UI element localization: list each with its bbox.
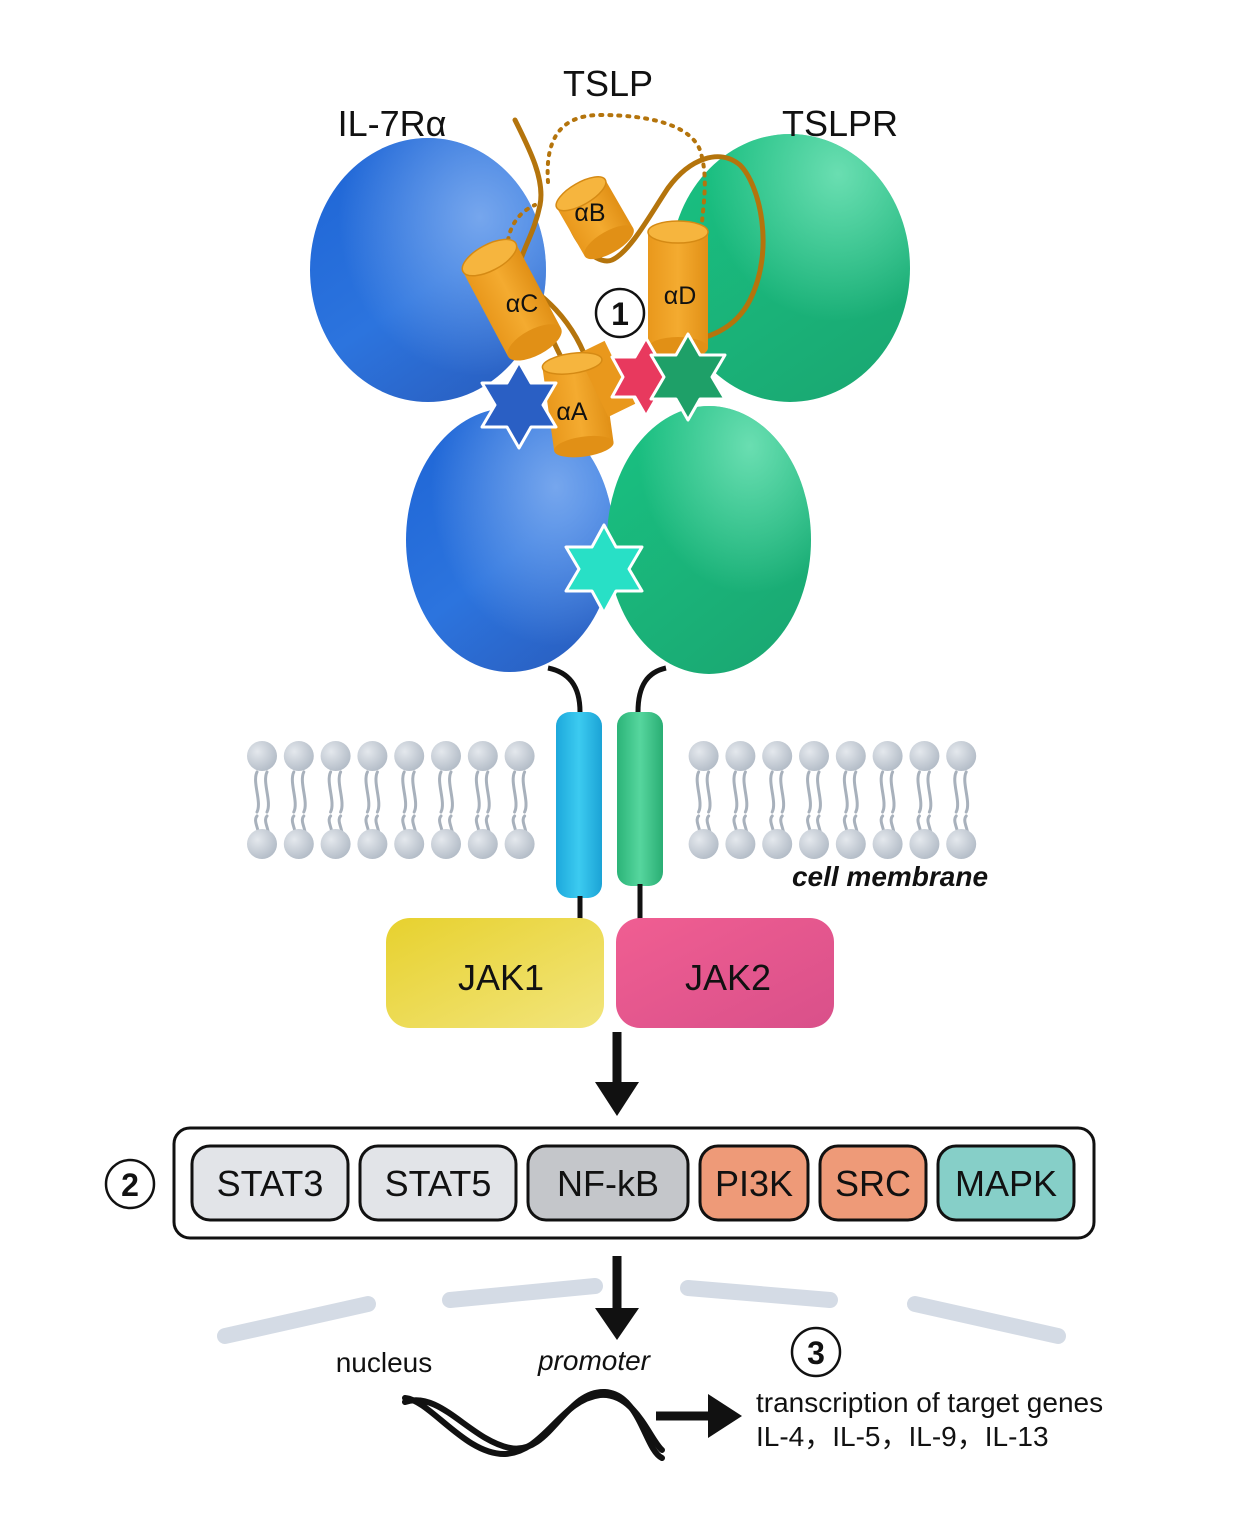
helix-b-label: αB xyxy=(574,199,605,227)
helix-a xyxy=(541,340,636,458)
nuclear-envelope xyxy=(217,1278,1066,1344)
lipid-molecule xyxy=(872,741,903,859)
lipid-molecule xyxy=(247,741,277,859)
binding-site-star-green xyxy=(649,332,727,422)
lipid-molecule xyxy=(799,741,829,859)
arrow-pathways-to-nucleus xyxy=(595,1256,639,1340)
nuclear-envelope-segment xyxy=(680,1280,838,1308)
step-2-marker: 2 xyxy=(104,1158,156,1210)
tslp-label: TSLP xyxy=(563,63,653,104)
signaling-pathways: STAT3 STAT5 NF-kB PI3K SRC MAPK xyxy=(190,1144,1076,1222)
step-2-number: 2 xyxy=(121,1167,139,1203)
pathway-nf-kb: NF-kB xyxy=(526,1144,690,1222)
nucleus-label: nucleus xyxy=(336,1347,433,1378)
il7ra-stalk xyxy=(547,665,583,713)
lipid-molecule xyxy=(688,741,719,859)
pathway-label: STAT3 xyxy=(217,1163,324,1204)
jak1-box: JAK1 xyxy=(386,918,604,1028)
lipid-molecule xyxy=(431,741,461,859)
il7ra-upper-domain-highlight xyxy=(310,138,546,402)
cell-membrane-label: cell membrane xyxy=(792,861,988,892)
il7ra-transmembrane xyxy=(556,712,602,898)
helix-a-label: αA xyxy=(556,398,587,426)
helix-c-label: αC xyxy=(506,290,539,318)
jak2-box: JAK2 xyxy=(616,918,834,1028)
tslpr-upper-domain-highlight xyxy=(670,134,910,402)
binding-site-star-teal xyxy=(564,523,644,615)
tslpr-stalk xyxy=(635,665,667,713)
lipid-molecule xyxy=(762,741,793,859)
il7ra-lower-domain-highlight xyxy=(406,408,614,672)
pathway-label: PI3K xyxy=(715,1163,793,1204)
cell-membrane-bilayer xyxy=(247,741,977,859)
lipid-molecule xyxy=(394,741,425,859)
lipid-molecule xyxy=(320,741,351,859)
lipid-molecule xyxy=(946,741,977,859)
tslp-dotted-loop-2 xyxy=(505,203,537,260)
binding-site-star-blue xyxy=(480,360,558,450)
tslpr-lower-domain-highlight xyxy=(607,406,811,674)
pathway-src: SRC xyxy=(818,1144,928,1222)
pathway-label: MAPK xyxy=(955,1163,1057,1204)
step-1-number: 1 xyxy=(611,296,629,332)
il7ra-receptor xyxy=(310,138,614,672)
pathway-label: SRC xyxy=(835,1163,911,1204)
pathway-pi3k: PI3K xyxy=(698,1144,810,1222)
tslpr-receptor xyxy=(607,134,910,674)
jak1-label: JAK1 xyxy=(458,957,544,998)
arrow-to-transcription xyxy=(656,1394,742,1438)
tslpr-label: TSLPR xyxy=(782,103,898,144)
step-3-number: 3 xyxy=(807,1335,825,1371)
lipid-molecule xyxy=(504,741,535,859)
pathway-label: STAT5 xyxy=(385,1163,492,1204)
nuclear-envelope-segment xyxy=(217,1296,376,1344)
lipid-molecule xyxy=(357,741,388,859)
promoter-label: promoter xyxy=(537,1345,652,1376)
pathway-mapk: MAPK xyxy=(936,1144,1076,1222)
il7ra-label: IL-7Rα xyxy=(338,103,447,144)
lipid-molecule xyxy=(467,741,498,859)
jak2-label: JAK2 xyxy=(685,957,771,998)
dna-helix-icon xyxy=(402,1388,665,1461)
tslp-dotted-loop-1 xyxy=(545,112,707,224)
nuclear-envelope-segment xyxy=(442,1278,603,1308)
lipid-molecule xyxy=(909,741,940,859)
target-genes-label: IL-4，IL-5，IL-9，IL-13 xyxy=(756,1421,1049,1452)
pathway-label: NF-kB xyxy=(557,1163,659,1204)
pathway-stat3: STAT3 xyxy=(190,1144,350,1222)
transcription-label: transcription of target genes xyxy=(756,1387,1103,1418)
step-3-marker: 3 xyxy=(790,1326,842,1378)
step-1-marker: 1 xyxy=(594,287,646,339)
helix-b xyxy=(555,176,634,260)
arrow-jak-to-pathways xyxy=(595,1032,639,1116)
helix-d-label: αD xyxy=(664,282,697,310)
nuclear-envelope-segment xyxy=(907,1296,1066,1344)
lipid-molecule xyxy=(283,741,314,859)
lipid-molecule xyxy=(835,741,866,859)
helix-c xyxy=(461,238,562,361)
tslpr-transmembrane xyxy=(617,712,663,886)
pathway-stat5: STAT5 xyxy=(358,1144,518,1222)
lipid-molecule xyxy=(725,741,756,859)
